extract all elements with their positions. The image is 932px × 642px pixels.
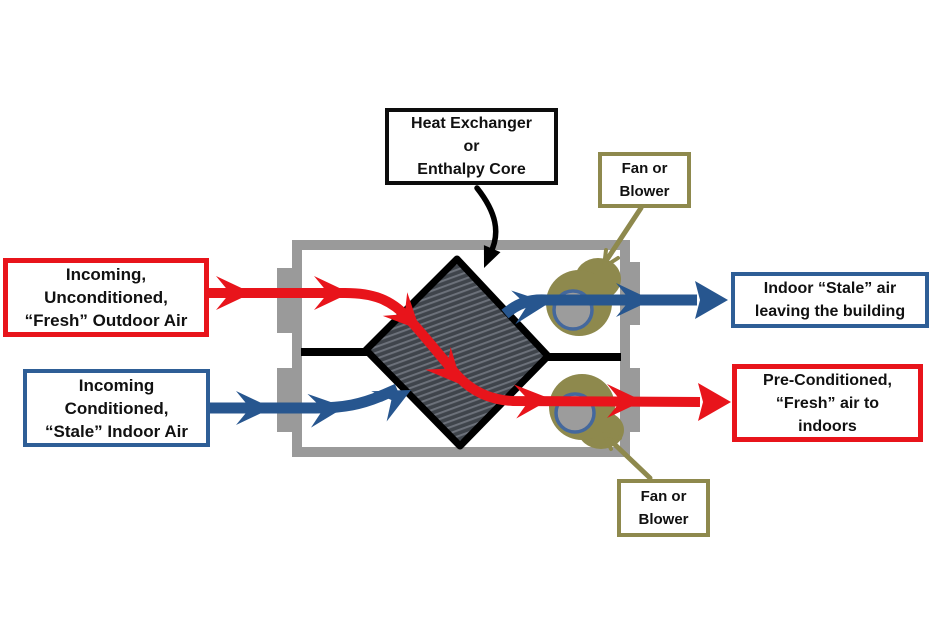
label-line: Fan or <box>621 160 668 177</box>
stale-air-path-in <box>210 383 400 414</box>
fresh-air-arrowhead-icon <box>382 292 420 330</box>
label-line: Incoming, <box>65 265 147 284</box>
core-pointer-arrowhead-icon <box>483 245 501 268</box>
fresh-air-path <box>209 288 701 407</box>
fan-top-pointer-line <box>603 205 644 264</box>
label-line: “Stale” Indoor Air <box>45 421 188 441</box>
hrv-unit-casing <box>277 240 640 457</box>
fresh-air-flow <box>209 276 731 421</box>
label-incoming-stale-indoor-air: Incoming Conditioned, “Stale” Indoor Air <box>23 369 210 447</box>
label-line: Heat Exchanger <box>411 115 532 132</box>
core-pointer-line <box>474 185 499 257</box>
heat-exchanger-core <box>362 255 552 450</box>
fresh-air-arrowhead-icon <box>216 276 252 310</box>
fresh-air-arrowhead-icon <box>513 384 551 419</box>
fan-bottom-pointer <box>602 432 653 481</box>
stale-air-arrowhead-icon <box>307 393 345 428</box>
stale-air-arrowhead-icon <box>511 290 549 325</box>
label-line: indoors <box>798 417 857 435</box>
label-line: leaving the building <box>754 303 906 320</box>
fan-bottom-pointer-line <box>605 435 653 481</box>
stale-air-flow <box>210 281 728 428</box>
fan-bottom-pointer-arrowhead-icon <box>602 432 622 451</box>
fresh-air-arrowhead-icon <box>698 383 731 421</box>
label-fan-or-blower-top: Fan or Blower <box>598 152 691 208</box>
label-line: Unconditioned, <box>44 288 168 307</box>
label-line: “Fresh” Outdoor Air <box>24 311 188 330</box>
label-line: Indoor “Stale” air <box>763 280 897 297</box>
port-collar-left-bottom <box>277 368 293 432</box>
fresh-air-arrowhead-icon <box>425 346 462 385</box>
label-stale-air-leaving: Indoor “Stale” air leaving the building <box>731 272 929 328</box>
fresh-air-arrowhead-icon <box>314 276 350 310</box>
stale-air-arrowhead-icon <box>695 281 728 319</box>
port-collar-left-top <box>277 268 293 333</box>
label-line: Enthalpy Core <box>417 161 526 178</box>
label-incoming-fresh-outdoor-air: Incoming, Unconditioned, “Fresh” Outdoor… <box>3 258 209 337</box>
label-line: “Fresh” air to <box>775 394 880 412</box>
label-line: Conditioned, <box>64 398 169 418</box>
label-line: Incoming <box>78 375 155 395</box>
label-line: Fan or <box>640 488 687 505</box>
stale-air-arrowhead-icon <box>236 391 272 425</box>
stale-air-arrowhead-icon <box>616 283 652 317</box>
fresh-air-arrowhead-icon <box>607 384 643 418</box>
core-label-pointer <box>474 185 501 268</box>
label-heat-exchanger-core: Heat Exchanger or Enthalpy Core <box>385 108 558 185</box>
stale-air-arrowhead-icon <box>371 390 411 422</box>
fan-top-pointer <box>602 205 644 269</box>
fan-top-pointer-arrowhead-icon <box>602 248 620 269</box>
label-preconditioned-fresh-air: Pre-Conditioned, “Fresh” air to indoors <box>732 364 923 442</box>
label-fan-or-blower-bottom: Fan or Blower <box>617 479 710 537</box>
casing-wall <box>292 240 630 457</box>
label-line: Blower <box>638 511 689 528</box>
label-line: Blower <box>619 183 670 200</box>
label-line: Pre-Conditioned, <box>763 371 892 389</box>
label-line: or <box>463 138 480 155</box>
